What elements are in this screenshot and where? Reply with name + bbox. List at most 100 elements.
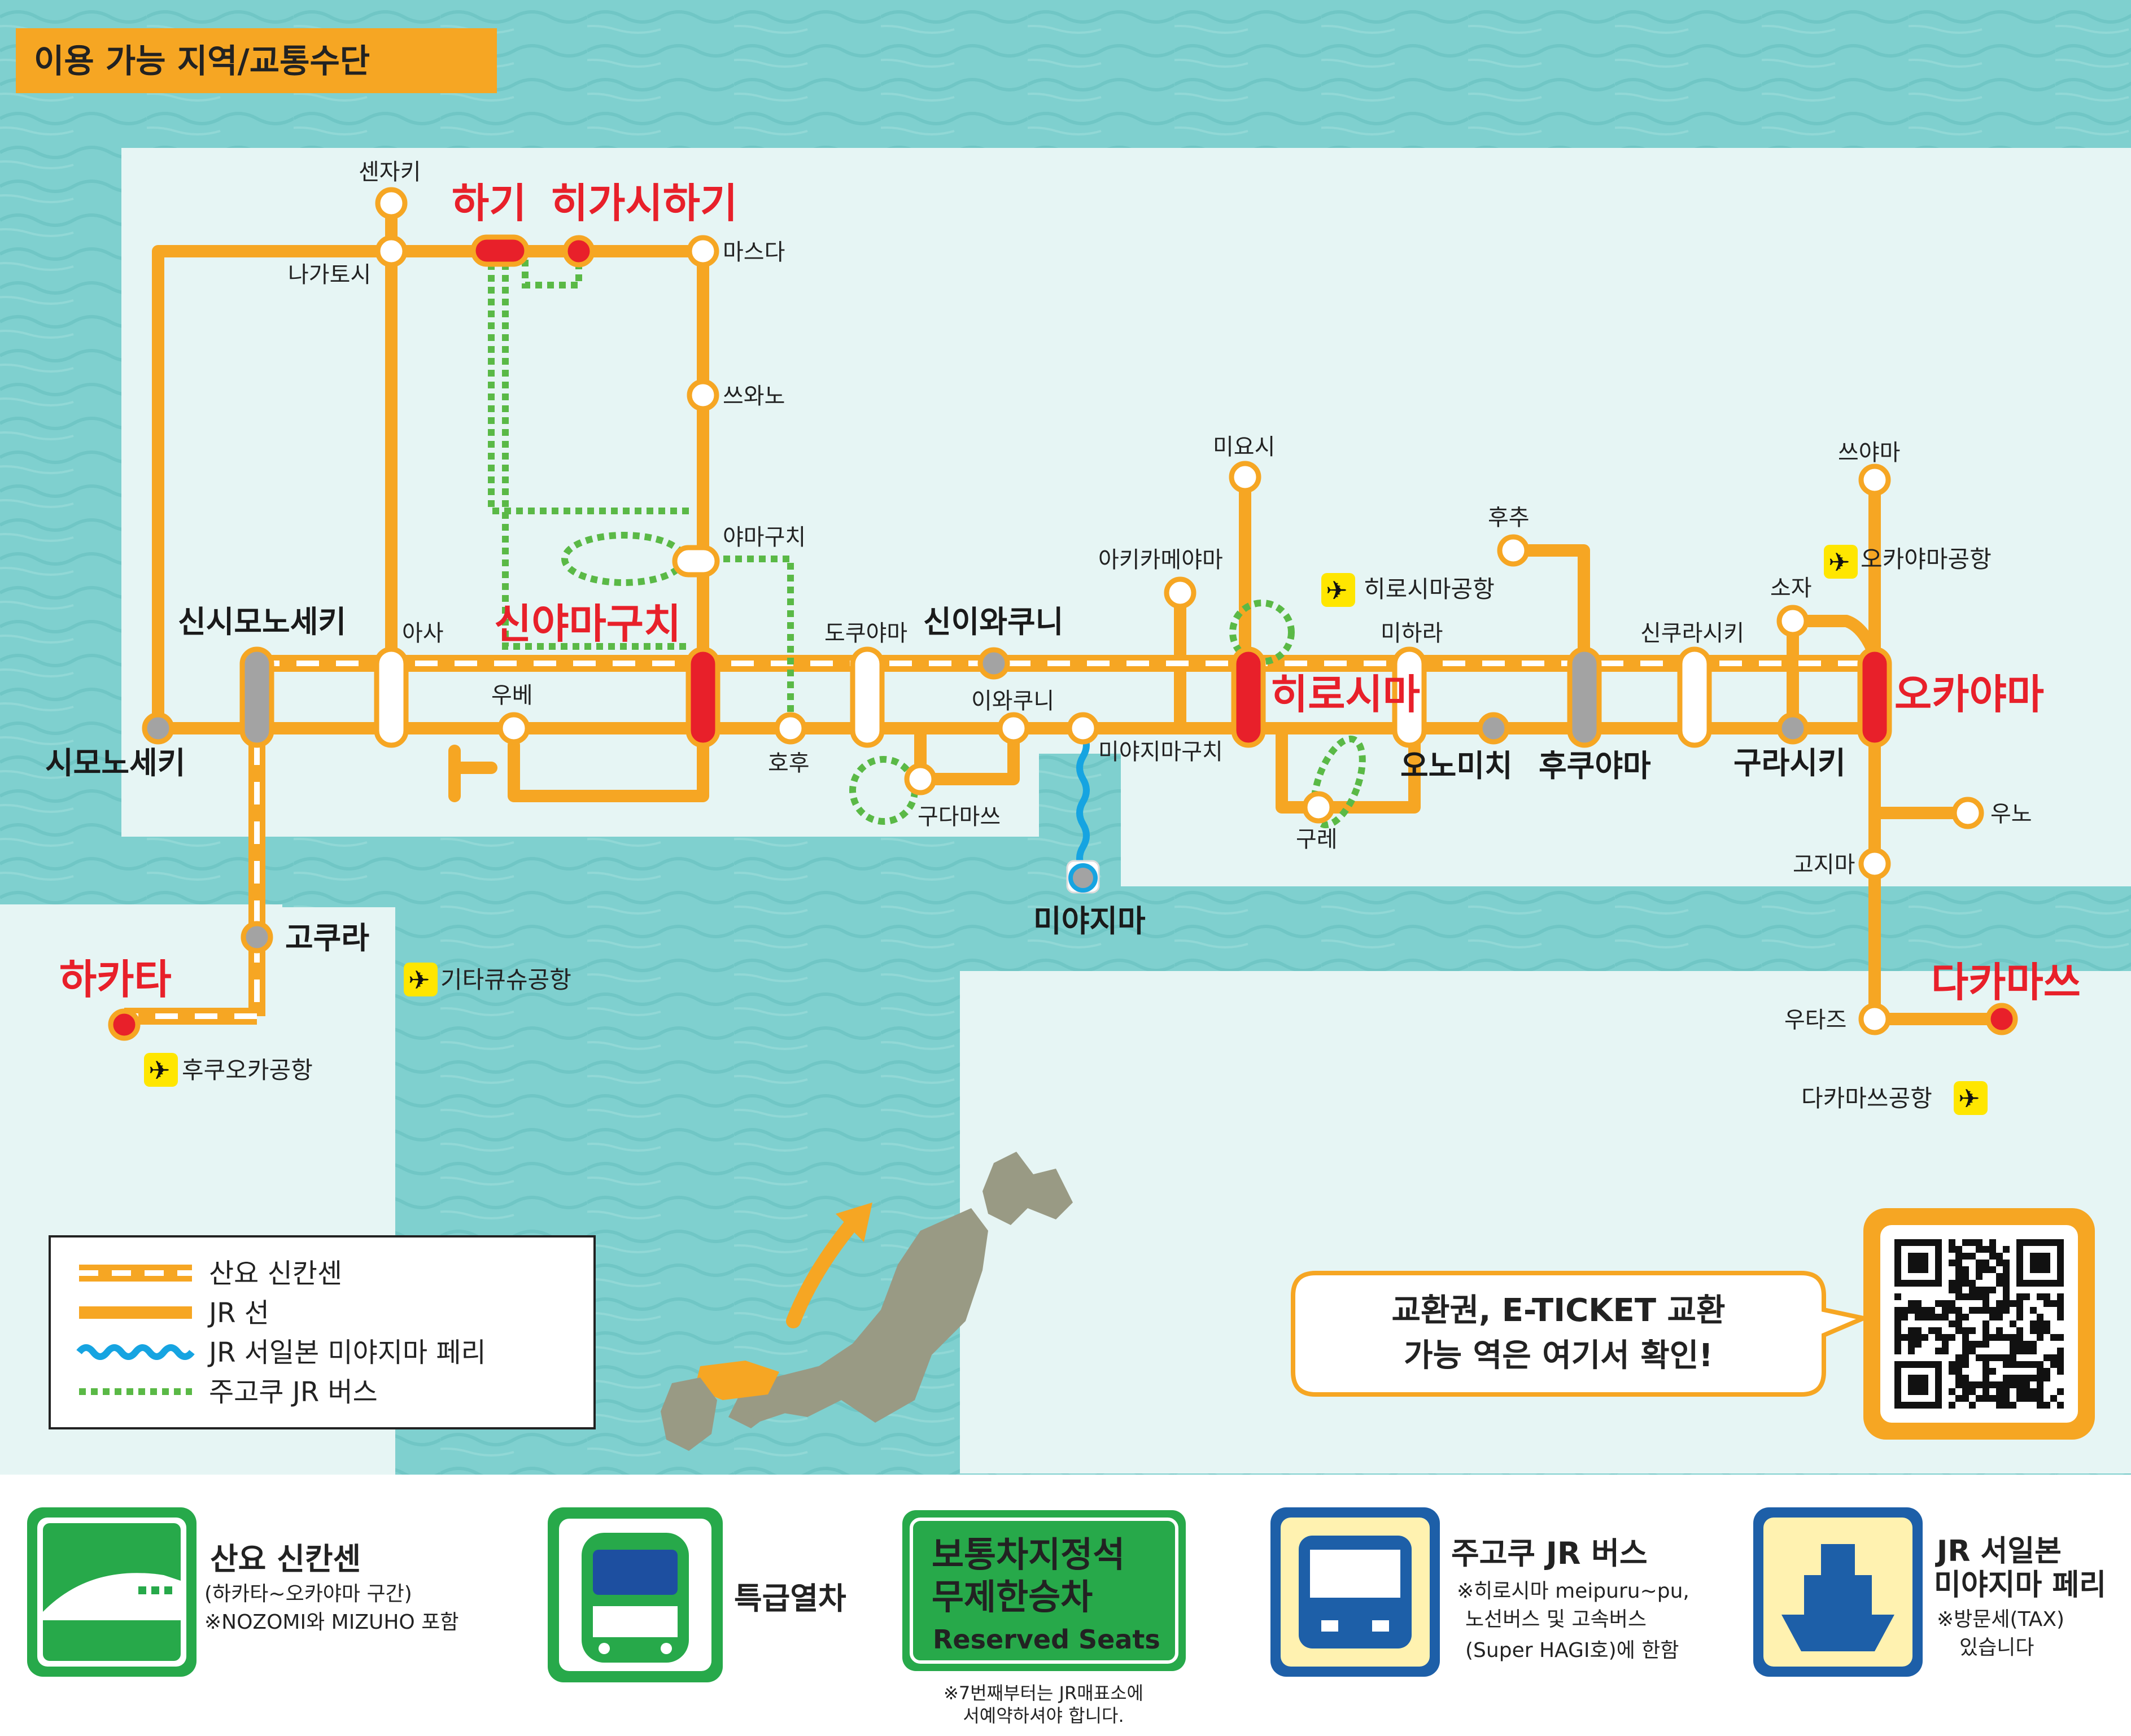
label-kurashiki: 구라시키 (1733, 745, 1846, 781)
svg-text:있습니다: 있습니다 (1959, 1636, 2034, 1659)
svg-text:✈: ✈ (1326, 575, 1348, 606)
svg-text:미야지마 페리: 미야지마 페리 (1934, 1568, 2106, 1602)
label-onomichi: 오노미치 (1400, 748, 1513, 784)
airport-okayama: ✈ 오카야마공항 (1824, 545, 1992, 579)
japan-mini-map (661, 1152, 1073, 1451)
label-tsuwano: 쓰와노 (723, 383, 785, 409)
label-shinyamaguchi: 신야마구치 (494, 600, 681, 648)
svg-text:✈: ✈ (1828, 547, 1850, 578)
airport-hiroshima: ✈ 히로시마공항 (1321, 573, 1495, 607)
label-tsuyama: 쓰야마 (1838, 440, 1900, 466)
node-miyajima (1068, 863, 1098, 893)
node-takamatsu (1985, 1003, 2018, 1035)
ferry-icon (1781, 1615, 1894, 1651)
svg-text:※방문세(TAX): ※방문세(TAX) (1937, 1608, 2064, 1631)
station-nodes (108, 187, 2018, 1041)
station-labels: 센자키 하기 히가시하기 마스다 나가토시 쓰와노 야마구치 신시모노세키 아사… (45, 159, 2081, 1033)
label-hiroshima: 히로시마 (1270, 671, 1420, 718)
node-hakata (108, 1008, 141, 1041)
label-hofu: 호후 (768, 750, 810, 776)
node-miyoshi (1229, 461, 1261, 493)
label-takamatsu: 다카마쓰 (1931, 959, 2081, 1006)
node-shinyamaguchi (685, 646, 720, 748)
label-kokura: 고쿠라 (285, 920, 369, 956)
label-shiniwakuni: 신이와쿠니 (923, 604, 1063, 640)
node-soja (1776, 605, 1809, 637)
label-tokuyama: 도쿠야마 (824, 620, 907, 646)
label-hakata: 하카타 (59, 956, 172, 1003)
node-kokura (241, 921, 273, 954)
label-fuchu: 후추 (1488, 505, 1530, 531)
legend: 산요 신칸센 JR 선 JR 서일본 미야지마 페리 주고쿠 JR 버스 (49, 1235, 596, 1429)
node-senjaki (375, 187, 408, 220)
label-miyoshi: 미요시 (1213, 434, 1275, 460)
node-onomichi (1477, 712, 1510, 745)
svg-text:특급열차: 특급열차 (734, 1581, 846, 1616)
callout-line2: 가능 역은 여기서 확인! (1404, 1337, 1713, 1374)
svg-text:주고쿠 JR 버스: 주고쿠 JR 버스 (1451, 1536, 1648, 1571)
label-senjaki: 센자키 (359, 159, 421, 185)
footer-shinkansen: 산요 신칸센 (하카타~오카야마 구간) ※NOZOMI와 MIZUHO 포함 (27, 1507, 458, 1677)
svg-text:JR 선: JR 선 (207, 1297, 269, 1329)
label-akikameyama: 아키카메야마 (1098, 547, 1223, 573)
label-kure: 구레 (1296, 827, 1338, 852)
svg-text:(Super HAGI호)에 한함: (Super HAGI호)에 한함 (1465, 1639, 1679, 1662)
node-nagatoshi (375, 235, 408, 268)
svg-text:※NOZOMI와 MIZUHO 포함: ※NOZOMI와 MIZUHO 포함 (204, 1611, 458, 1634)
label-ube: 우베 (491, 683, 533, 709)
node-hiroshima (1231, 646, 1266, 748)
svg-text:✈: ✈ (408, 965, 430, 995)
airplane-icon (1824, 545, 1858, 579)
label-miyajimaguchi: 미야지마구치 (1098, 739, 1223, 765)
label-uno: 우노 (1990, 801, 2032, 827)
node-shimonoseki (142, 712, 174, 745)
node-tsuyama (1858, 463, 1891, 496)
svg-text:히로시마공항: 히로시마공항 (1364, 575, 1495, 603)
svg-text:오카야마공항: 오카야마공항 (1861, 545, 1992, 573)
svg-text:※히로시마 meipuru~pu,: ※히로시마 meipuru~pu, (1457, 1580, 1689, 1603)
label-okayama: 오카야마 (1894, 671, 2044, 718)
svg-text:노선버스 및 고속버스: 노선버스 및 고속버스 (1465, 1608, 1647, 1631)
exchange-callout[interactable]: 교환권, E-TICKET 교환 가능 역은 여기서 확인! (1291, 1271, 1871, 1397)
node-okayama (1857, 646, 1892, 748)
node-asa (374, 646, 409, 748)
label-utazu: 우타즈 (1784, 1007, 1846, 1033)
svg-text:무제한승차: 무제한승차 (932, 1576, 1093, 1617)
node-kure (1302, 791, 1335, 824)
node-akikameyama (1164, 576, 1196, 609)
node-hofu (774, 712, 807, 745)
svg-text:주고쿠 JR 버스: 주고쿠 JR 버스 (209, 1376, 378, 1408)
node-utazu (1858, 1003, 1891, 1035)
node-fukuyama (1567, 646, 1602, 748)
label-kudamatsu: 구다마쓰 (918, 804, 1001, 830)
legend-jr: JR 선 (79, 1297, 269, 1329)
legend-bus: 주고쿠 JR 버스 (79, 1376, 378, 1408)
svg-text:JR 서일본: JR 서일본 (1935, 1534, 2062, 1568)
svg-text:산요 신칸센: 산요 신칸센 (210, 1541, 361, 1577)
label-fukuyama: 후쿠야마 (1539, 748, 1651, 784)
node-ube (497, 712, 530, 745)
node-masuda (687, 235, 719, 268)
node-tsuwano (687, 379, 719, 412)
airplane-icon (144, 1053, 178, 1087)
footer: 산요 신칸센 (하카타~오카야마 구간) ※NOZOMI와 MIZUHO 포함 … (27, 1507, 2106, 1726)
label-hagi: 하기 (452, 180, 526, 227)
node-kojima (1858, 847, 1891, 880)
label-masuda: 마스다 (723, 239, 785, 265)
airport-kitakyushu: ✈ 기타큐슈공항 (404, 963, 571, 996)
node-mihara (1392, 646, 1427, 748)
svg-text:(하카타~오카야마 구간): (하카타~오카야마 구간) (204, 1582, 412, 1606)
qr-code-box[interactable] (1863, 1208, 2095, 1440)
svg-text:산요 신칸센: 산요 신칸센 (209, 1258, 342, 1289)
airplane-icon (1321, 573, 1355, 607)
node-hagi (470, 234, 530, 267)
title-banner (16, 28, 497, 93)
svg-text:서예약하셔야 합니다.: 서예약하셔야 합니다. (963, 1705, 1124, 1726)
label-shinkurashiki: 신쿠라시키 (1640, 620, 1744, 646)
label-kojima: 고지마 (1793, 852, 1855, 878)
label-nagatoshi: 나가토시 (288, 262, 371, 288)
node-higashihagi (562, 235, 595, 268)
label-miyajima: 미야지마 (1033, 903, 1146, 939)
label-yamaguchi: 야마구치 (723, 524, 806, 550)
